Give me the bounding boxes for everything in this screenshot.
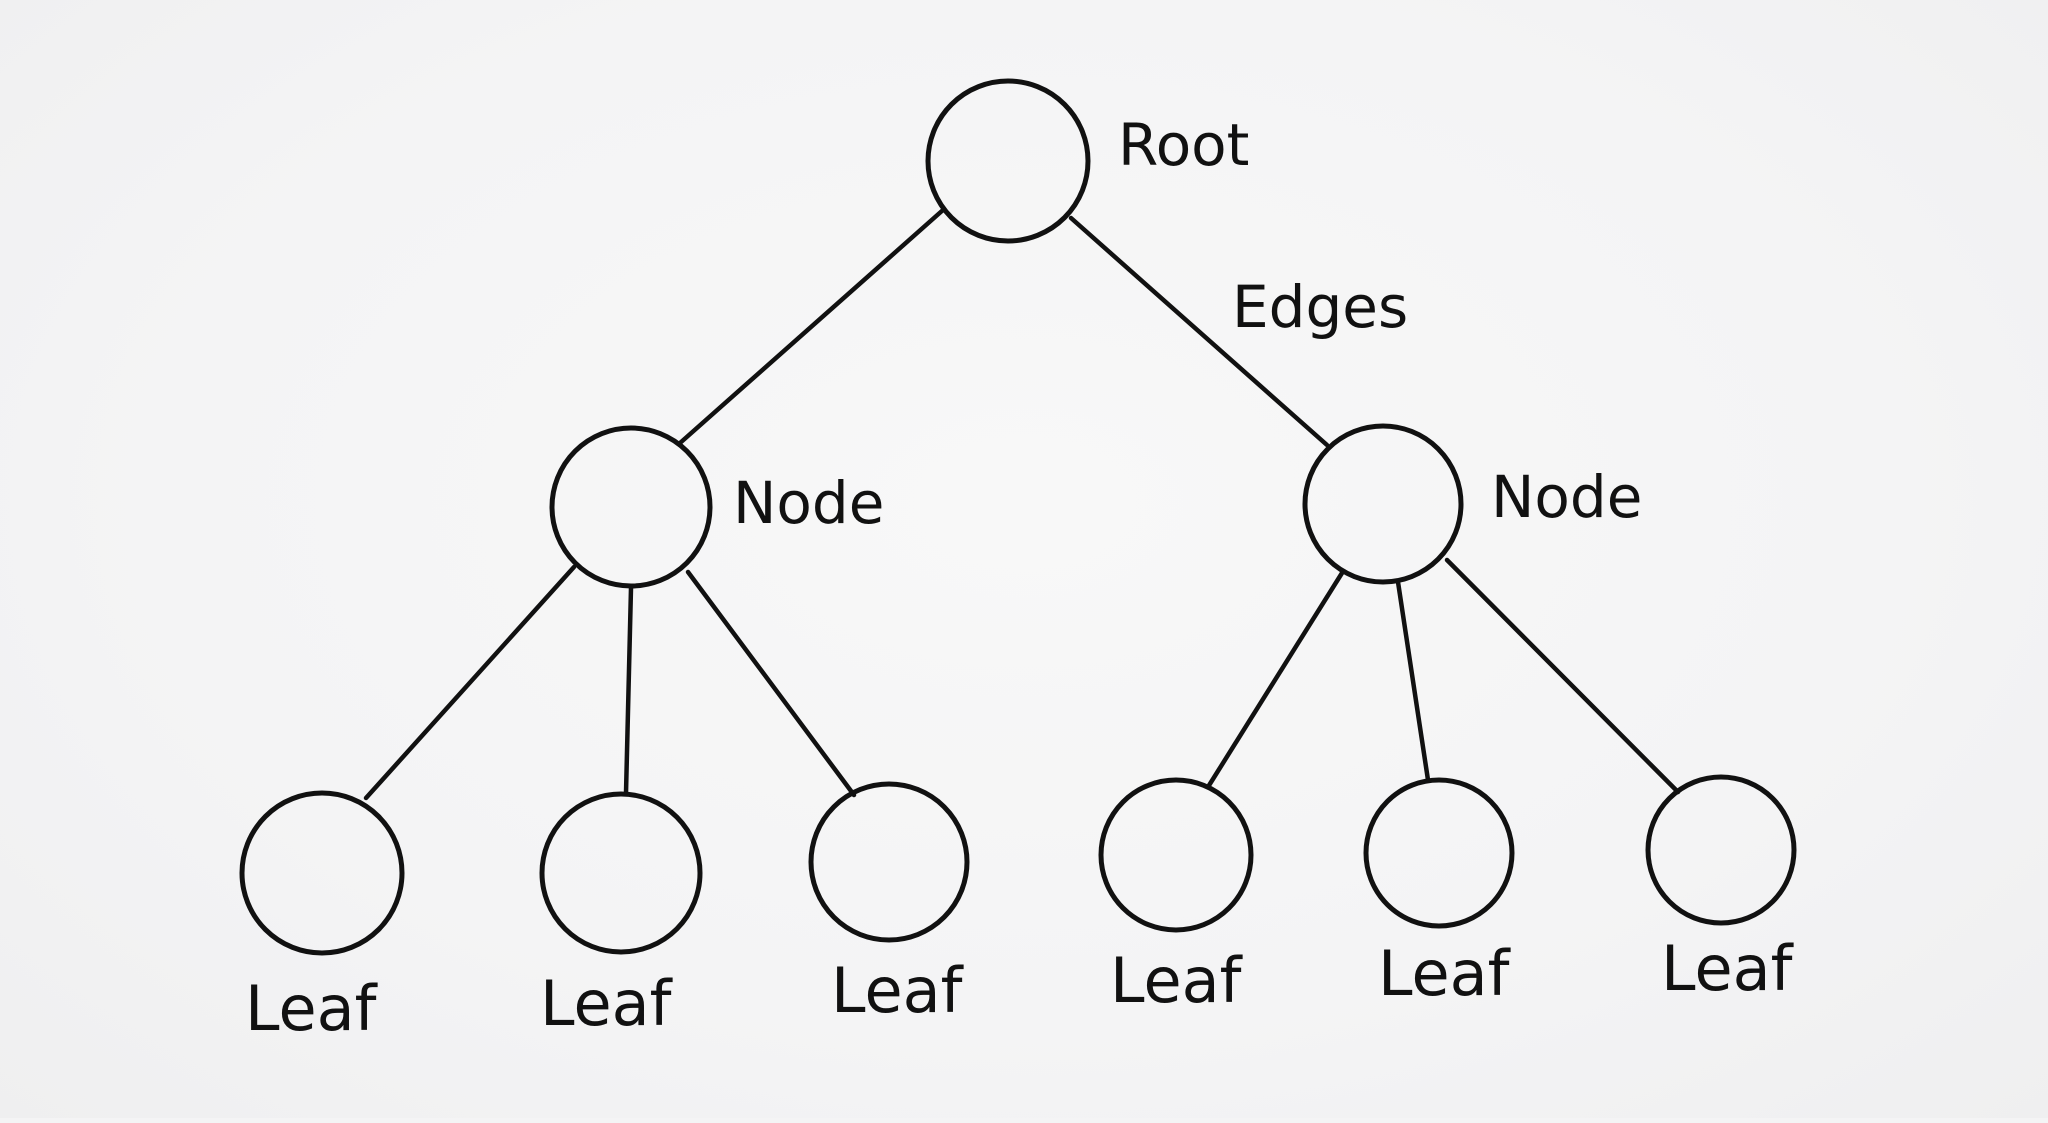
- leaf-node-l6: [1645, 774, 1797, 926]
- leaf-label-l4: Leaf: [1110, 944, 1244, 1017]
- leaf-node-l4: [1098, 777, 1254, 933]
- edges-label: Edges: [1232, 273, 1408, 341]
- root-node-root: [925, 78, 1091, 244]
- edge-n2-l6: [1444, 557, 1681, 795]
- leaf-label-l1: Leaf: [245, 972, 379, 1045]
- root-label-root: Root: [1118, 111, 1249, 179]
- nodes-layer: [239, 78, 1797, 956]
- internal-node-n1: [549, 425, 713, 589]
- edge-n2-l5: [1395, 579, 1431, 783]
- internal-label-n2: Node: [1491, 463, 1642, 531]
- edge-root-n2: [1068, 215, 1330, 448]
- annotations-layer: Edges: [1232, 273, 1408, 341]
- edge-root-n1: [677, 207, 946, 446]
- leaf-label-l5: Leaf: [1378, 937, 1512, 1010]
- leaf-label-l6: Leaf: [1661, 932, 1795, 1005]
- edges-layer: [363, 207, 1681, 801]
- leaf-node-l5: [1363, 777, 1515, 929]
- leaf-node-l3: [808, 781, 970, 943]
- leaf-label-l3: Leaf: [831, 954, 965, 1027]
- edge-n2-l4: [1205, 570, 1345, 790]
- internal-label-n1: Node: [733, 469, 884, 537]
- internal-node-n2: [1302, 423, 1464, 585]
- leaf-node-l2: [539, 791, 703, 955]
- edge-n1-l2: [623, 585, 634, 796]
- edge-n1-l3: [685, 569, 857, 798]
- leaf-label-l2: Leaf: [540, 967, 674, 1040]
- leaf-node-l1: [239, 790, 405, 956]
- edge-n1-l1: [363, 564, 577, 801]
